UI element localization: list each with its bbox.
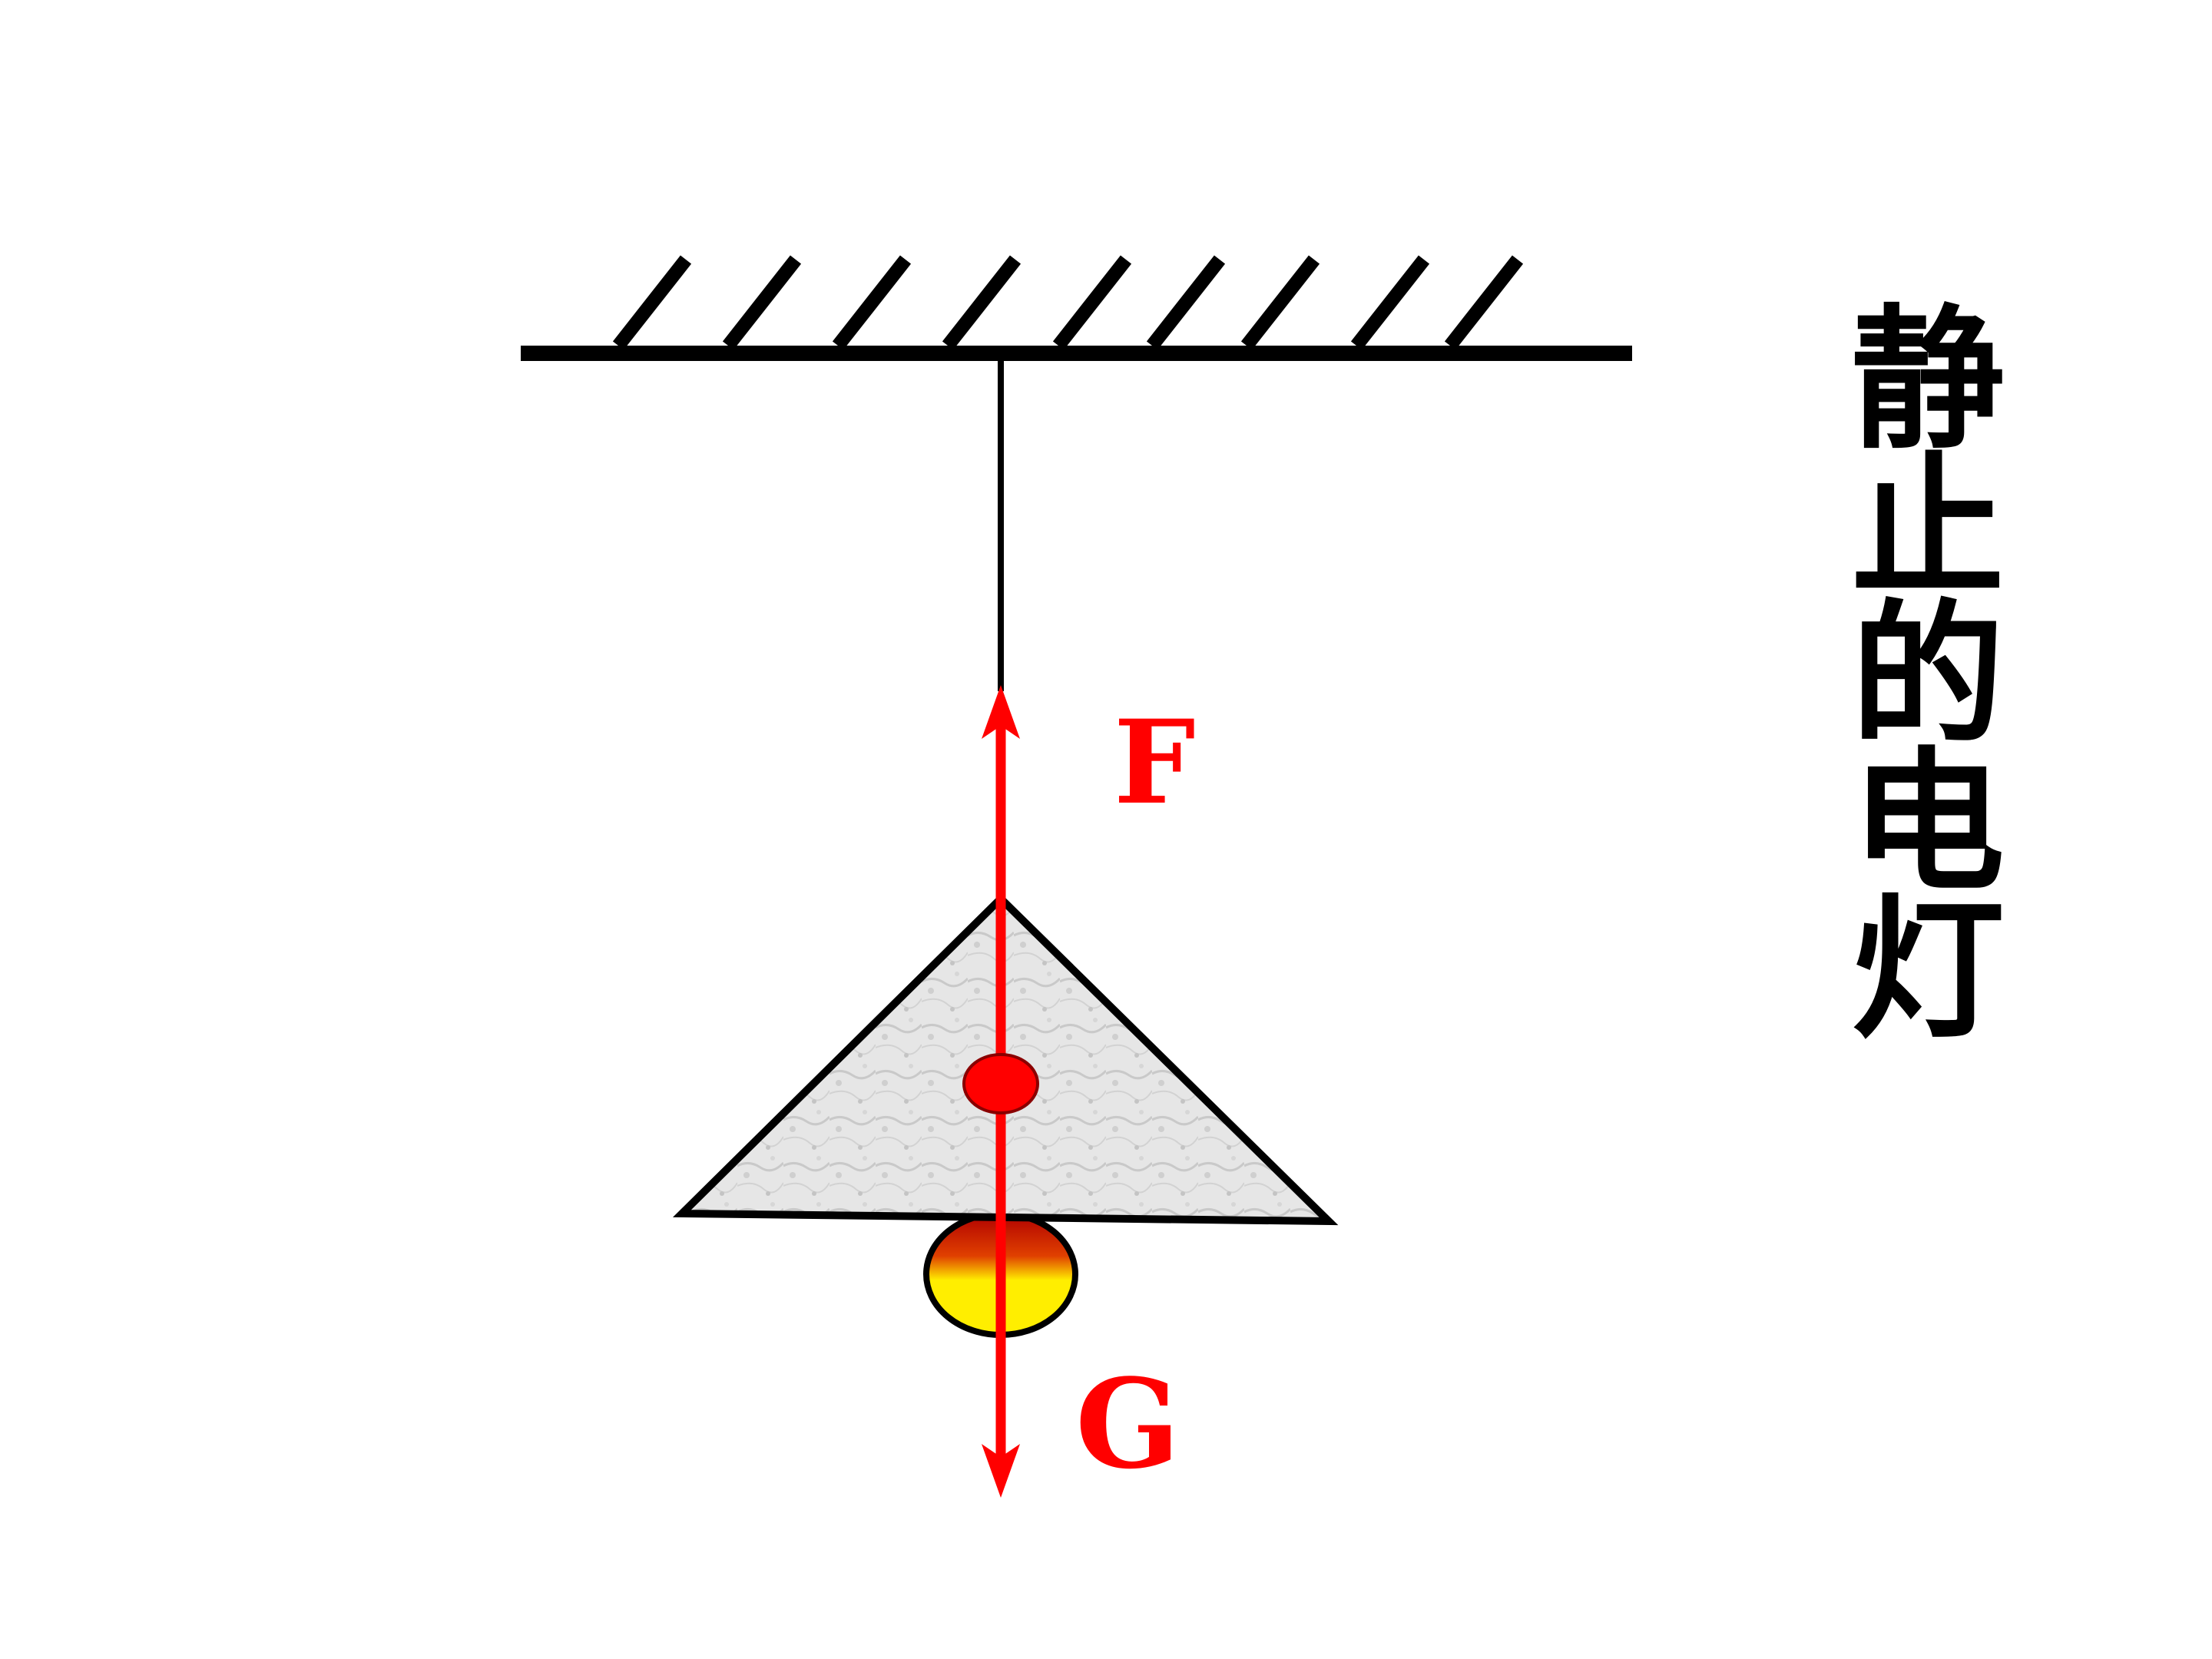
hatch-mark [942, 255, 1022, 350]
caption-vertical: 静 止 的 电 灯 [1836, 291, 2020, 1060]
ceiling-hatching [612, 255, 1524, 350]
caption-char: 电 [1850, 733, 2005, 912]
force-label-g: G [1075, 1352, 1181, 1496]
force-label-f: F [1114, 695, 1196, 830]
hatch-mark [722, 255, 802, 350]
hatch-mark [1240, 255, 1320, 350]
hatch-mark [612, 255, 692, 350]
hatch-mark [1052, 255, 1132, 350]
center-of-gravity-dot [962, 1053, 1039, 1114]
ceiling [521, 255, 1632, 361]
caption-char: 灯 [1850, 881, 2005, 1060]
hatch-mark [1146, 255, 1226, 350]
caption-char: 止 [1850, 439, 2005, 618]
arrowhead-down [982, 1444, 1020, 1498]
hatch-mark [1444, 255, 1524, 350]
force-vectors: F G [962, 685, 1196, 1498]
caption-char: 静 [1850, 291, 2005, 470]
hatch-mark [1350, 255, 1430, 350]
caption-char: 的 [1850, 586, 2005, 765]
hatch-mark [832, 255, 912, 350]
arrowhead-up [982, 685, 1020, 739]
